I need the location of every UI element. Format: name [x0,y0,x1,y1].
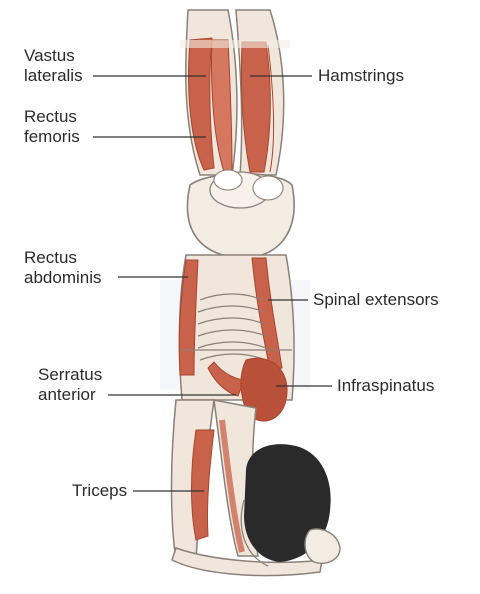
spinal-extensors-muscle [251,257,283,371]
arms [170,399,323,577]
label-spinal-extensors: Spinal extensors [313,290,439,309]
label-vastus-lateralis-line2: lateralis [24,66,83,85]
label-rectus-femoris: Rectus femoris [24,107,80,147]
label-rectus-abdominis-line1: Rectus [24,248,77,267]
label-rectus-femoris-line1: Rectus [24,107,77,126]
label-serratus-anterior-line2: anterior [38,385,96,404]
hand [304,528,341,564]
label-rectus-femoris-line2: femoris [24,127,80,146]
pelvis [186,169,295,259]
label-rectus-abdominis: Rectus abdominis [24,248,102,288]
vastus-lateralis-muscle [188,37,215,171]
rectus-abdominis-muscle [178,259,199,376]
label-serratus-anterior: Serratus anterior [38,365,102,405]
label-rectus-abdominis-line2: abdominis [24,268,102,287]
torso [178,254,295,422]
label-triceps: Triceps [72,481,128,500]
label-infraspinatus: Infraspinatus [337,376,435,395]
hamstrings-muscle [240,41,271,173]
infraspinatus-muscle [240,357,288,422]
label-vastus-lateralis-line1: Vastus [24,46,75,65]
label-serratus-anterior-line1: Serratus [38,365,103,384]
label-vastus-lateralis: Vastus lateralis [24,46,83,86]
label-hamstrings: Hamstrings [318,66,404,85]
ribcage [197,293,267,361]
head [240,444,341,567]
legs [180,9,290,176]
triceps-muscle [191,429,215,541]
